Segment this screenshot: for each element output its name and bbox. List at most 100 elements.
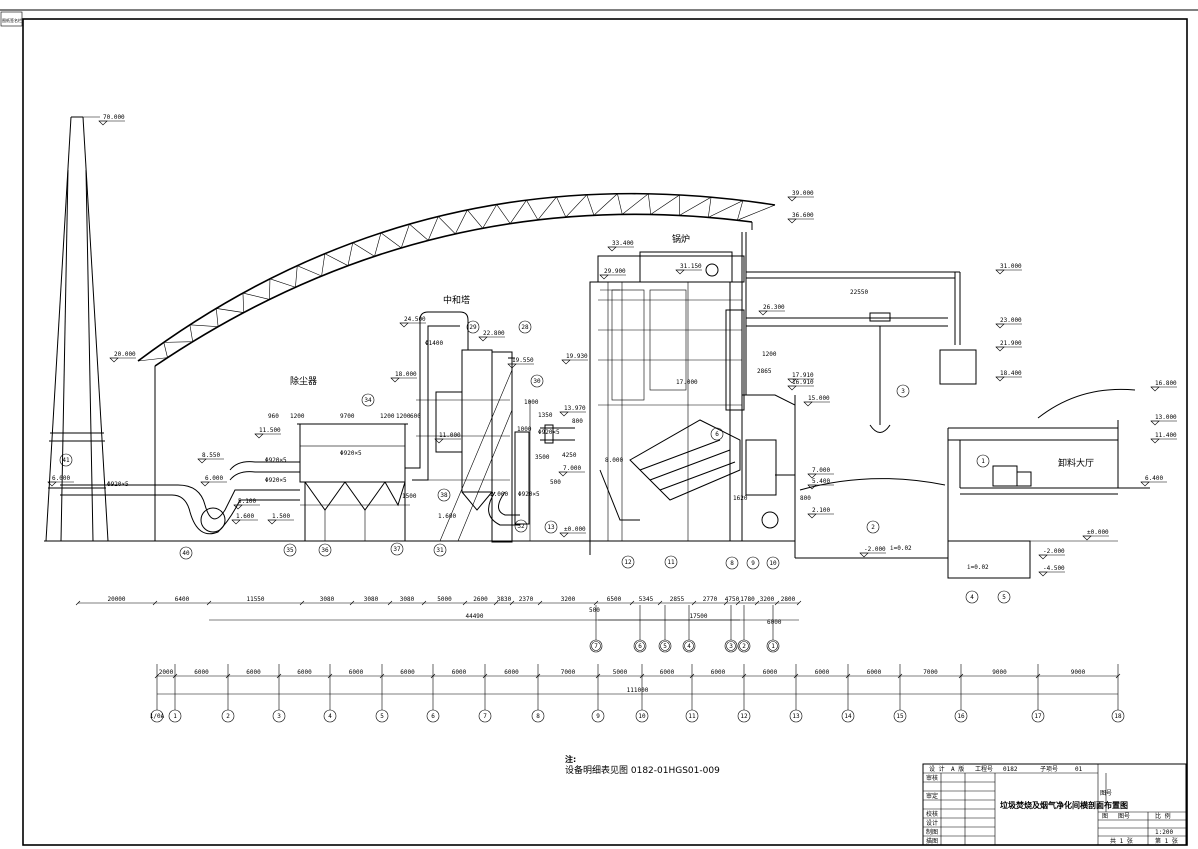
- dim-tick: [629, 600, 635, 606]
- grid-dim-label: 5000: [613, 669, 628, 676]
- title-head-cell: 工程号: [975, 765, 993, 773]
- dim-tick: [796, 600, 802, 606]
- callout-circle: [466, 320, 480, 334]
- callout-number: 11: [667, 559, 675, 566]
- dim-tick: [152, 600, 158, 606]
- level-label: 39.000: [792, 190, 814, 197]
- dimension-label: 1000: [524, 399, 539, 406]
- note-title: 注:: [565, 754, 576, 764]
- grid-dim-label: 2000: [159, 669, 174, 676]
- grid-axis-bubble: [168, 709, 182, 723]
- dim-label: 4750: [725, 596, 740, 603]
- dimension-label: Φ920×5: [265, 477, 287, 484]
- equipment-marker: [724, 639, 738, 653]
- level-label: 31.150: [680, 263, 702, 270]
- level-label: 18.000: [395, 371, 417, 378]
- dimension-label: 800: [572, 418, 583, 425]
- title-head-cell: 0182: [1003, 766, 1018, 773]
- level-label: ±0.000: [564, 526, 586, 533]
- dim-tick: [845, 673, 851, 679]
- callout-number: 13: [547, 524, 555, 531]
- callout-circle: [621, 555, 635, 569]
- equipment-marker-inner: [768, 641, 778, 651]
- title-head-cell: 子项号: [1040, 766, 1058, 773]
- dim-tick: [537, 600, 543, 606]
- dimension-label: 1350: [538, 412, 553, 419]
- dimension-label: Φ920×5: [340, 450, 362, 457]
- grid-axis-label: 6: [431, 713, 435, 720]
- grid-axis-label: 11: [688, 713, 696, 720]
- sheet-number: 第 1 张: [1155, 837, 1178, 845]
- title-block: [922, 763, 1187, 846]
- dim-label: 3080: [320, 596, 335, 603]
- dim-tick: [421, 600, 427, 606]
- grid-dim-label: 6000: [349, 669, 364, 676]
- dim-tick: [754, 600, 760, 606]
- callout-circle: [965, 590, 979, 604]
- level-label: 11.400: [1155, 432, 1177, 439]
- level-label: 5.100: [238, 498, 256, 505]
- dim-tick: [482, 673, 488, 679]
- grid-axis-bubble: [272, 709, 286, 723]
- equipment-marker-inner: [684, 641, 694, 651]
- level-label: 2.100: [812, 507, 830, 514]
- callout-number: 40: [182, 550, 190, 557]
- grid-axis-bubble: [1111, 709, 1125, 723]
- area-label: 锅炉: [672, 233, 690, 245]
- dim-tick: [154, 673, 160, 679]
- dimension-label: 8.000: [605, 457, 623, 464]
- equipment-marker: [633, 639, 647, 653]
- level-label: 13.970: [564, 405, 586, 412]
- level-label: 6.000: [52, 475, 70, 482]
- level-label: 6.000: [205, 475, 223, 482]
- grid-axis-label: 18: [1114, 713, 1122, 720]
- roof-truss: [137, 192, 776, 541]
- level-label: 19.550: [512, 357, 534, 364]
- dim-label: 2770: [703, 596, 718, 603]
- dim-tick: [75, 600, 81, 606]
- dimension-label: Φ920×5: [518, 491, 540, 498]
- callout-number: 9: [751, 560, 755, 567]
- grid-axis-label: 5: [380, 713, 384, 720]
- dim-tick: [430, 673, 436, 679]
- level-label: 1.600: [236, 513, 254, 520]
- grid-axis-bubble: [893, 709, 907, 723]
- grid-axis-label: 17: [1034, 713, 1042, 720]
- dim-tick: [493, 600, 499, 606]
- dim-tick: [1035, 673, 1041, 679]
- dim-label: 2800: [781, 596, 796, 603]
- dimension-label: 17.000: [676, 379, 698, 386]
- dimension-label: 2865: [757, 368, 772, 375]
- grid-dim-label: 6000: [711, 669, 726, 676]
- callout-circle: [976, 454, 990, 468]
- equipment-marker: [766, 639, 780, 653]
- grid-axis-label: 9: [596, 713, 600, 720]
- dimension-label: Φ1400: [425, 340, 443, 347]
- dim-tick: [741, 673, 747, 679]
- callout-circle: [664, 555, 678, 569]
- grid-axis-label: 8: [536, 713, 540, 720]
- title-head-cell: A 版: [951, 765, 964, 773]
- equipment-marker-inner: [726, 641, 736, 651]
- dim-tick: [639, 673, 645, 679]
- grid-axis-bubble: [375, 709, 389, 723]
- grid-axis-bubble: [1031, 709, 1045, 723]
- callout-number: 10: [769, 560, 777, 567]
- title-row-label: 审核: [926, 774, 938, 782]
- dimension-label: 1200: [290, 413, 305, 420]
- dimension-label: 1200: [762, 351, 777, 358]
- level-label: 16.800: [1155, 380, 1177, 387]
- equipment-marker-number: 4: [687, 643, 691, 650]
- neutralization-tower: [416, 349, 531, 543]
- dim-label: 2370: [519, 596, 534, 603]
- dim-tick: [299, 600, 305, 606]
- level-label: 31.000: [1000, 263, 1022, 270]
- level-label: 5.400: [812, 478, 830, 485]
- equipment-marker-inner: [739, 641, 749, 651]
- level-label: 26.300: [763, 304, 785, 311]
- grid-dim-label: 6000: [194, 669, 209, 676]
- dim-tick: [723, 600, 729, 606]
- dimension-label: Φ920×5: [265, 457, 287, 464]
- equipment-marker: [737, 639, 751, 653]
- dim-tick: [276, 673, 282, 679]
